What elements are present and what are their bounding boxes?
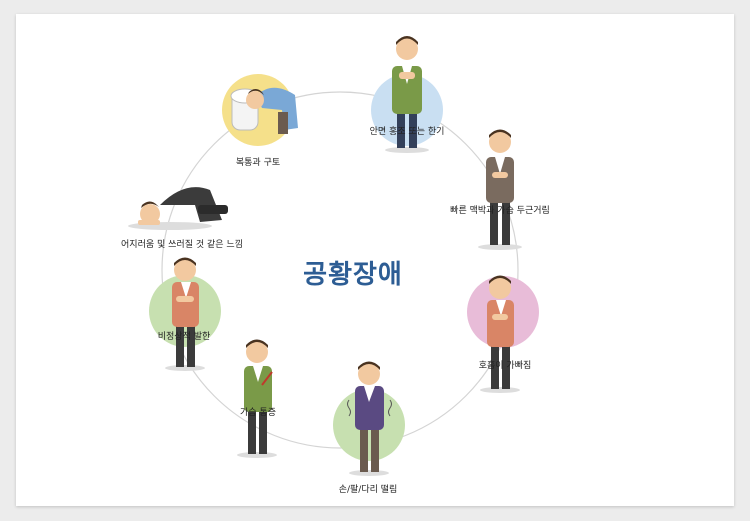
figure-trembling (347, 361, 392, 476)
center-title: 공황장애 (303, 260, 403, 290)
figure-palpitation (478, 129, 522, 250)
figure-dizzy (128, 187, 228, 230)
label-trembling: 손/팔/다리 떨림 (338, 485, 398, 495)
label-nausea: 복통과 구토 (235, 158, 281, 168)
label-dizzy: 어지러움 및 쓰러질 것 같은 느낌 (121, 240, 243, 250)
figure-choking (385, 36, 429, 153)
label-palpitation: 빠른 맥박과 가슴 두근거림 (450, 206, 550, 216)
figure-nausea (230, 87, 298, 134)
figure-breath (480, 275, 520, 393)
label-chest: 가슴 통증 (240, 408, 276, 418)
label-unreal: 비정상적 발한 (157, 332, 211, 342)
figure-unreal (165, 257, 205, 371)
label-breath: 호흡이 가빠짐 (478, 361, 532, 371)
label-choking: 안면 홍조 또는 한기 (369, 127, 445, 137)
figure-chest (237, 339, 277, 458)
cycle-ring (161, 91, 519, 449)
